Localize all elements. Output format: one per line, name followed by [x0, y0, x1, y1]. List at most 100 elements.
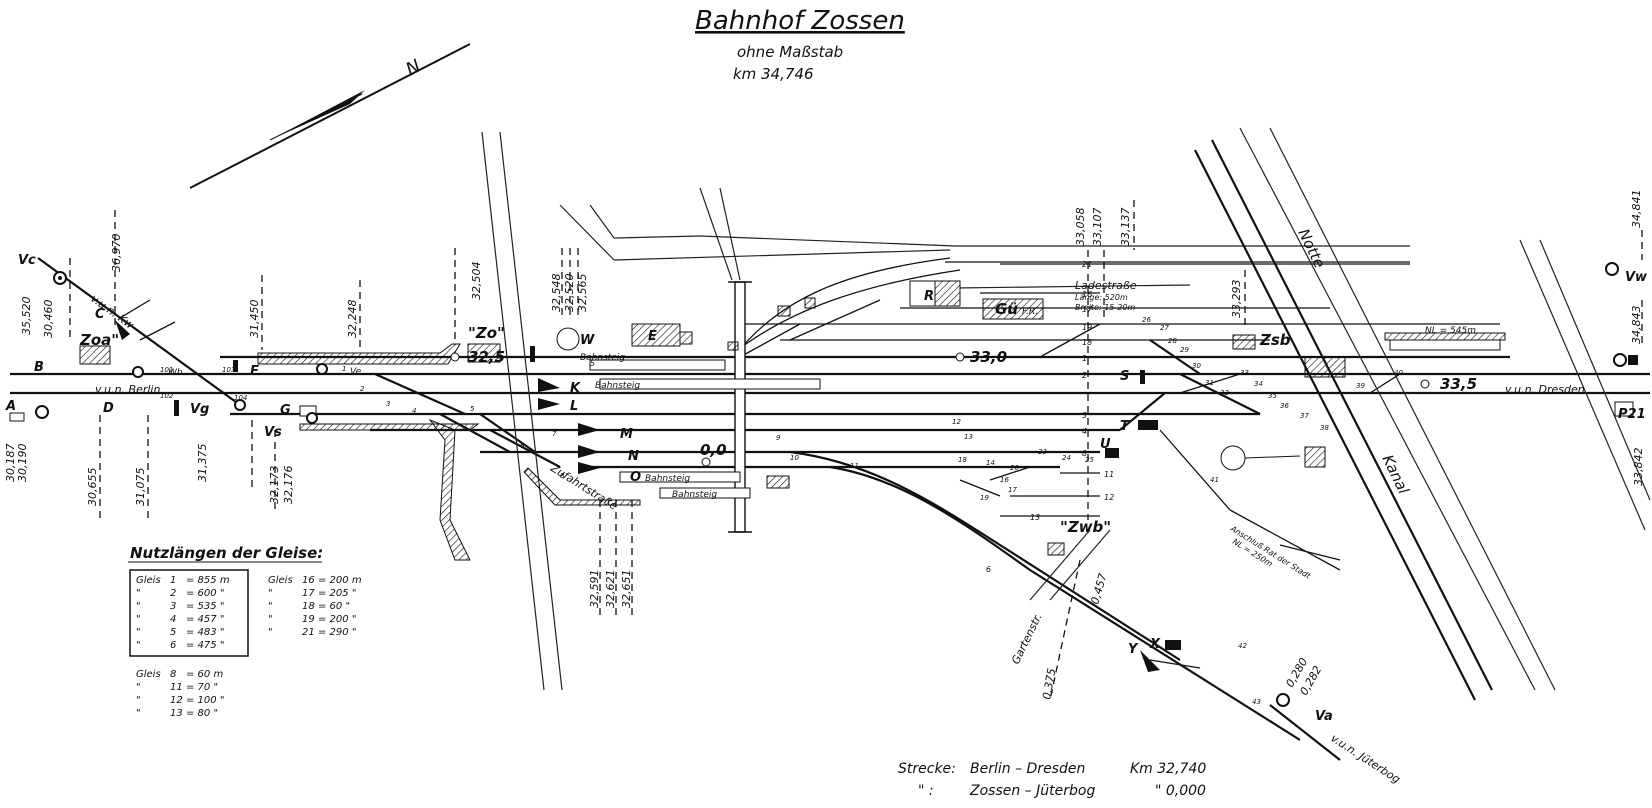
usable-length-cell: "	[136, 695, 141, 706]
usable-length-cell: 3	[170, 601, 176, 612]
track-19: 19	[1082, 323, 1092, 332]
km-30190: 30,190	[16, 444, 29, 483]
switch-number: 7	[552, 430, 557, 438]
km-32173: 32,173	[268, 466, 281, 505]
station-km: km 34,746	[733, 65, 814, 83]
km-posts: 35,520 30,460 36,970 31,450 32,248 32,50…	[4, 190, 1645, 701]
km-34841: 34,841	[1630, 190, 1643, 229]
switch-number: 36	[1280, 402, 1289, 410]
km-33842: 33,842	[1632, 448, 1645, 487]
track-11: 11	[1104, 470, 1114, 479]
buildings	[79, 280, 1634, 489]
signal-zwb: "Zwb"	[1060, 518, 1111, 536]
label-r: R	[924, 289, 934, 304]
platforms	[589, 339, 1501, 499]
usable-length-cell: Gleis	[136, 669, 161, 680]
footer: Strecke: Berlin – Dresden Km 32,740 " : …	[898, 761, 1206, 799]
switch-number: 25	[1085, 456, 1094, 464]
usable-length-cell: = 475 "	[186, 640, 224, 651]
usable-length-cell: 1	[170, 575, 176, 586]
switch-number: 38	[1320, 424, 1329, 432]
roads	[481, 127, 1651, 701]
km-33058: 33,058	[1074, 208, 1087, 247]
footer-line1-route: Berlin – Dresden	[970, 761, 1085, 777]
switch-number: 103	[222, 366, 235, 374]
switch-number: 29	[1180, 346, 1189, 354]
switch-number: 18	[958, 456, 967, 464]
signal-zo: "Zo"	[468, 324, 505, 342]
usable-length-cell: 2	[170, 588, 176, 599]
track-6: 6	[986, 565, 991, 574]
signal-va: Va	[1315, 709, 1333, 724]
usable-length-cell: = 855 m	[186, 575, 230, 586]
label-ladestrasse-length: Länge: 520m	[1075, 293, 1128, 302]
usable-length-cell: = 60 m	[186, 669, 223, 680]
usable-length-cell: 19	[302, 614, 315, 625]
usable-length-cell: = 535 "	[186, 601, 224, 612]
signal-vw: Vw	[1625, 270, 1648, 285]
switch-number: 43	[1252, 698, 1261, 706]
usable-length-cell: "	[136, 708, 141, 719]
usable-length-cell: 18	[302, 601, 315, 612]
km-33137: 33,137	[1119, 208, 1132, 247]
footer-line2-km: " 0,000	[1155, 783, 1206, 799]
switch-number: 42	[1238, 642, 1247, 650]
footer-line2-route: Zossen – Jüterbog	[969, 783, 1095, 799]
km-30460: 30,460	[42, 300, 55, 339]
signal-x: X	[1149, 637, 1161, 652]
track-8: 8	[1082, 449, 1087, 458]
switch-number: 39	[1356, 382, 1365, 390]
zo-signalbox	[467, 343, 501, 363]
switch-number: 101	[160, 366, 173, 374]
switch-number: 31	[1205, 379, 1214, 387]
footer-line1-label: Strecke:	[898, 761, 956, 777]
signal-u: U	[1100, 437, 1111, 452]
usable-length-cell: = 60 "	[318, 601, 350, 612]
usable-length-cell: 8	[170, 669, 176, 680]
footer-line1-km: Km 32,740	[1130, 761, 1206, 777]
signal-e: E	[250, 364, 259, 379]
chainage-325: 32,5	[468, 348, 505, 366]
km-35520: 35,520	[20, 297, 33, 336]
signal-a: A	[5, 399, 16, 414]
north-arrow-icon: N	[189, 43, 471, 189]
place-labels: v.u.n. Berlin v.u.n. Dresden v.u.n. Kw v…	[88, 226, 1585, 786]
switch-number: 35	[1268, 392, 1277, 400]
km-30187: 30,187	[4, 444, 17, 483]
track-18: 18	[1082, 338, 1092, 347]
km-32176: 32,176	[282, 466, 295, 505]
signals: Vc Zoa" C B A D Vg Wb E Ve G Vs "Zo" K L…	[5, 253, 1648, 724]
km-33107: 33,107	[1091, 208, 1104, 247]
track-1: 1	[1082, 354, 1087, 363]
usable-length-cell: = 200 "	[318, 614, 356, 625]
km-32548: 32,548	[550, 274, 563, 313]
switch-number: 41	[1210, 476, 1219, 484]
signal-ve: Ve	[350, 367, 362, 377]
signal-vc: Vc	[18, 253, 36, 268]
usable-length-cell: = 483 "	[186, 627, 224, 638]
signal-vg: Vg	[190, 402, 209, 417]
signal-zoa: Zoa"	[79, 331, 119, 349]
usable-length-cell: 17	[302, 588, 315, 599]
signal-vs: Vs	[264, 425, 282, 440]
chainage-330: 33,0	[970, 348, 1007, 366]
km-31375: 31,375	[196, 444, 209, 483]
usable-length-cell: "	[136, 601, 141, 612]
switch-number: 26	[1142, 316, 1151, 324]
usable-length-cell: = 457 "	[186, 614, 224, 625]
track-17: 17	[1082, 305, 1093, 314]
label-e: E	[648, 329, 657, 344]
signal-wb: Wb	[168, 368, 183, 378]
km-32651: 32,651	[620, 570, 633, 609]
km-34843: 34,843	[1630, 306, 1643, 345]
signal-m: M	[620, 427, 633, 442]
track-21: 21	[1082, 260, 1092, 269]
label-ladestrasse: Ladestraße	[1075, 279, 1137, 292]
track-16: 16	[1082, 290, 1092, 299]
label-berlin: v.u.n. Berlin	[95, 383, 160, 396]
switch-number: 33	[1240, 369, 1249, 377]
